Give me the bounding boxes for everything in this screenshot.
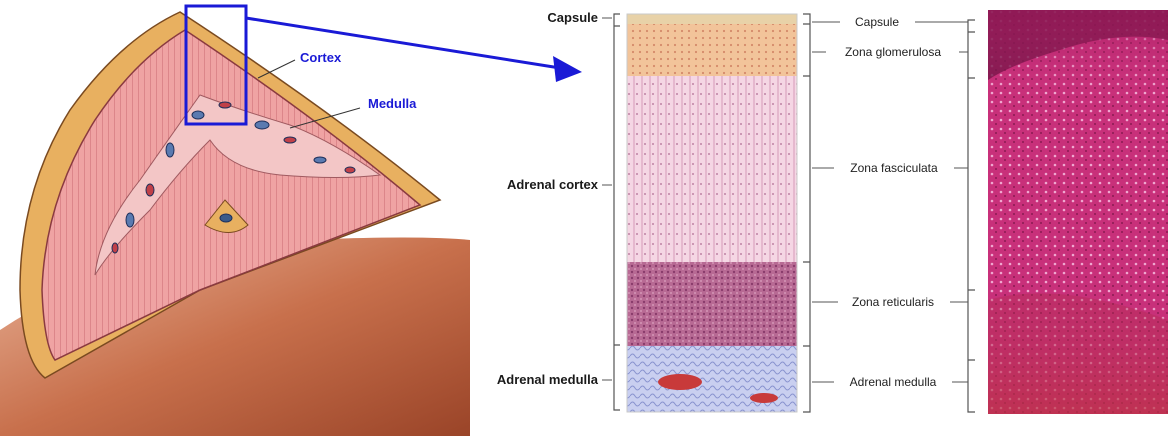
medulla-vessel-1 [658,374,702,390]
layer-zona-reticularis [627,262,797,346]
layer-zona-glomerulosa [627,24,797,76]
zoom-arrow-head [553,56,582,82]
right-label-capsule: Capsule [855,15,899,29]
layer-capsule [627,14,797,24]
left-label-capsule: Capsule [547,10,598,25]
right-label-adrenal-medulla: Adrenal medulla [850,375,937,389]
stained-histology-section [988,10,1168,414]
medulla-vessel-2 [750,393,778,403]
histology-column [627,14,797,412]
right-label-zona-fasciculata: Zona fasciculata [850,161,938,175]
label-cortex: Cortex [300,50,342,65]
left-bracket [614,14,620,410]
right-bracket [803,14,810,412]
left-label-adrenal-cortex: Adrenal cortex [507,177,599,192]
label-medulla: Medulla [368,96,417,111]
right-label-group: Capsule Zona glomerulosa Zona fasciculat… [803,14,975,412]
gland-illustration: Cortex Medulla [0,6,582,436]
right-label-zona-reticularis: Zona reticularis [852,295,934,309]
left-label-adrenal-medulla: Adrenal medulla [497,372,599,387]
layer-zona-fasciculata [627,76,797,262]
right-label-zona-glomerulosa: Zona glomerulosa [845,45,941,59]
far-right-bracket [968,20,975,412]
